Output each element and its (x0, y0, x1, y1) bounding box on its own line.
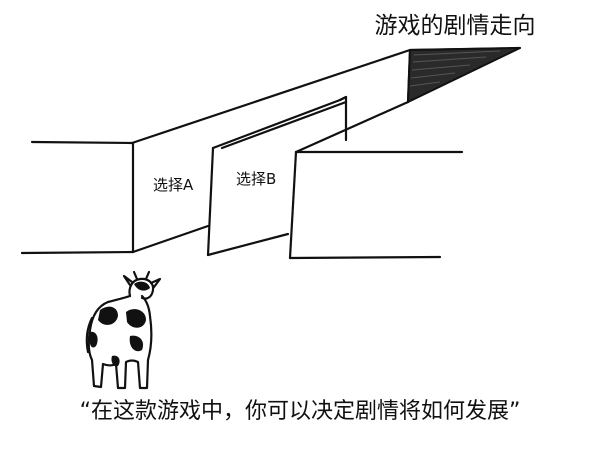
option-a-label: 选择A (153, 176, 194, 194)
dark-corridor (406, 47, 521, 104)
cow-icon (85, 270, 162, 390)
corridor-hatching (409, 50, 501, 87)
caption-text: “在这款游戏中，你可以决定剧情将如何发展” (80, 399, 521, 424)
wall-option-a (20, 141, 210, 255)
wall-right (288, 100, 464, 260)
wall-option-b (206, 95, 348, 257)
option-b-label: 选择B (236, 170, 276, 188)
heading-text: 游戏的剧情走向 (375, 13, 536, 39)
